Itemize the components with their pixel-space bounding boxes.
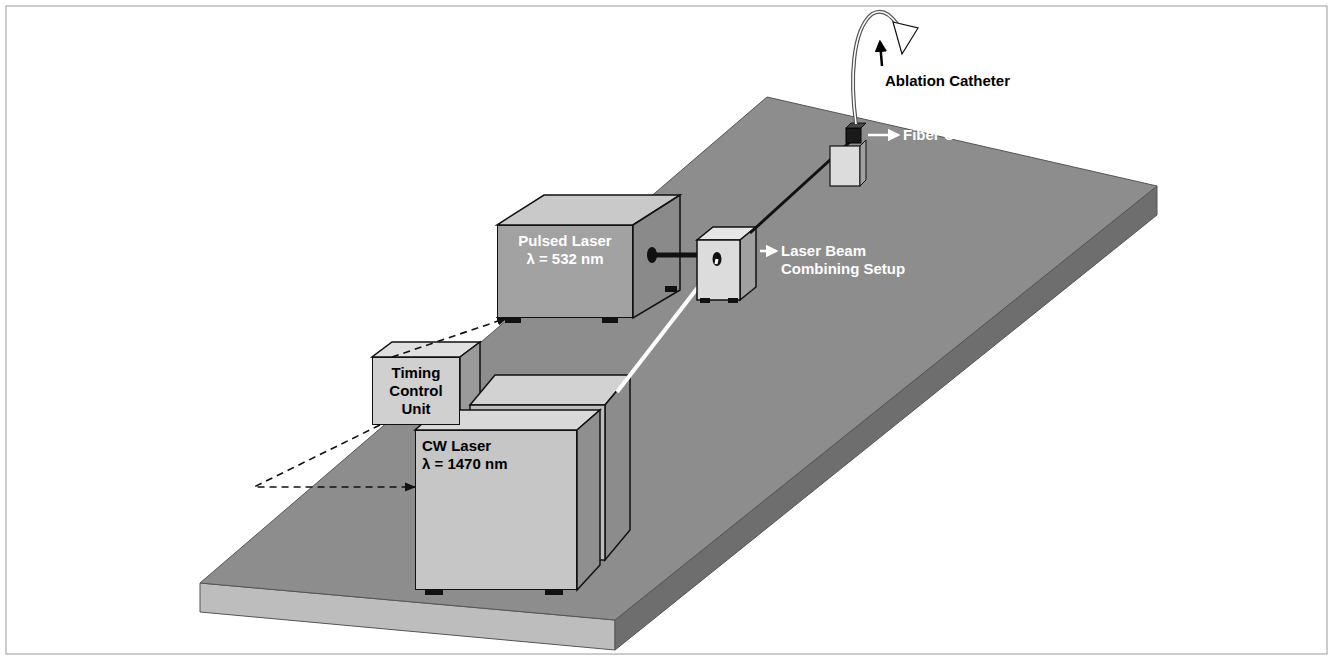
box-top	[470, 375, 630, 405]
cw-beam	[716, 259, 717, 264]
table-top	[200, 97, 1157, 620]
part-label: Ablation Catheter	[885, 72, 1055, 90]
foot	[665, 286, 677, 292]
catheter-tip	[893, 22, 918, 54]
leader-arrow	[760, 250, 776, 253]
box-title: Pulsed Laser	[504, 232, 626, 250]
coupler-stand	[830, 146, 860, 186]
box-side	[740, 227, 756, 300]
box-title: Timing Control Unit	[379, 364, 453, 418]
box-side	[577, 410, 600, 590]
frame	[6, 6, 1327, 654]
fiber-coupler	[846, 128, 861, 143]
part-label: Fiber Coupler	[903, 126, 1043, 144]
catheter-fiber	[853, 12, 897, 124]
coupler-stand	[860, 140, 866, 186]
box-side	[605, 375, 630, 560]
catheter-fiber	[853, 12, 897, 124]
laser-box: CW Laserλ = 1470 nm	[415, 430, 577, 590]
foot	[728, 298, 738, 303]
combiner-aperture	[713, 252, 722, 266]
control-box: Timing Control Unit	[372, 357, 460, 425]
foot	[700, 298, 710, 303]
box-title: CW Laser	[422, 437, 570, 455]
part-label: Laser Beam Combining Setup	[781, 242, 909, 278]
combiner-box	[697, 240, 740, 300]
trigger-line	[254, 425, 415, 487]
laser-aperture	[647, 247, 657, 263]
leader-arrow	[880, 42, 882, 66]
box-subtitle: λ = 532 nm	[504, 250, 626, 268]
trigger-line	[392, 318, 507, 357]
box-subtitle: λ = 1470 nm	[422, 455, 570, 473]
laser-box: Pulsed Laserλ = 532 nm	[497, 225, 633, 318]
leader-arrow	[868, 134, 898, 137]
pulsed-beam	[652, 253, 697, 258]
